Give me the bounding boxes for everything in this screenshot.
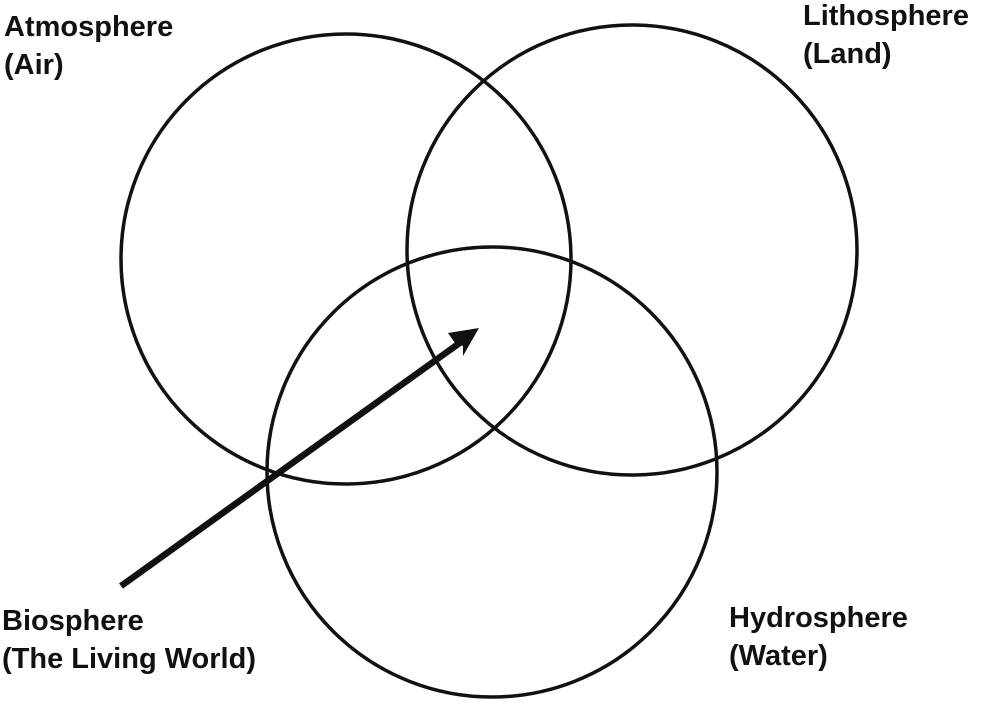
lithosphere-name: Lithosphere	[803, 0, 969, 32]
atmosphere-detail: (Air)	[4, 49, 64, 81]
atmosphere-label: Atmosphere (Air)	[4, 8, 173, 84]
biosphere-detail: (The Living World)	[2, 643, 256, 675]
arrow-shaft	[119, 334, 470, 589]
lithosphere-detail: (Land)	[803, 38, 892, 70]
atmosphere-circle	[119, 32, 573, 486]
lithosphere-circle	[405, 23, 859, 477]
hydrosphere-detail: (Water)	[729, 640, 828, 672]
atmosphere-name: Atmosphere	[4, 11, 174, 43]
biosphere-arrow	[119, 328, 479, 589]
hydrosphere-name: Hydrosphere	[729, 602, 908, 634]
lithosphere-label: Lithosphere (Land)	[803, 0, 969, 73]
hydrosphere-label: Hydrosphere (Water)	[729, 599, 908, 675]
biosphere-name: Biosphere	[2, 605, 144, 637]
hydrosphere-circle	[265, 245, 719, 699]
arrow-head	[448, 328, 479, 356]
biosphere-label: Biosphere (The Living World)	[2, 602, 256, 678]
